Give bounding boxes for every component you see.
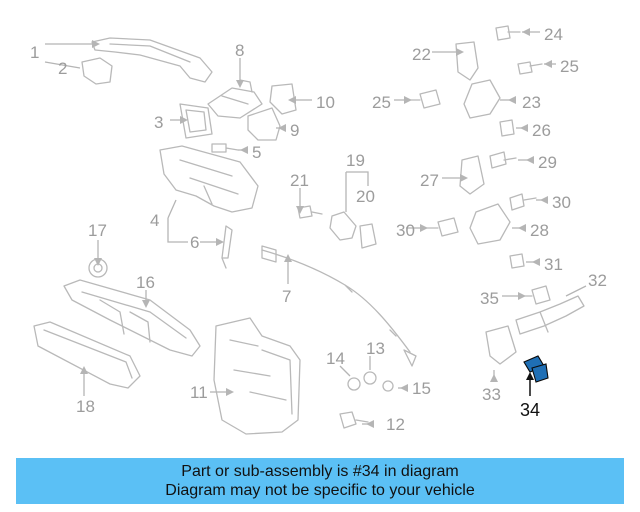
callout-labels: 1 2 3 4 5 6 7 8 9 10 11 12 13 14 15 16 1… (30, 25, 607, 434)
label-29[interactable]: 29 (538, 153, 557, 172)
label-3[interactable]: 3 (154, 113, 163, 132)
label-28[interactable]: 28 (530, 221, 549, 240)
part-12-screw (339, 411, 369, 429)
part-31-bushing (509, 253, 525, 269)
label-17[interactable]: 17 (88, 221, 107, 240)
part-21-screw (297, 205, 323, 219)
label-22[interactable]: 22 (412, 45, 431, 64)
label-13[interactable]: 13 (366, 339, 385, 358)
part-18-bezel (33, 321, 141, 389)
part-23-hinge (463, 79, 501, 119)
part-30-bolt-b (421, 217, 459, 237)
part-33-striker (485, 325, 517, 365)
label-18[interactable]: 18 (76, 397, 95, 416)
label-1[interactable]: 1 (30, 43, 39, 62)
part-1-outer-handle (91, 37, 213, 83)
label-20[interactable]: 20 (356, 187, 375, 206)
label-9[interactable]: 9 (290, 121, 299, 140)
part-9-bracket (247, 107, 281, 141)
label-2[interactable]: 2 (58, 59, 67, 78)
banner-line-part-info: Part or sub-assembly is #34 in diagram (181, 463, 459, 480)
label-26[interactable]: 26 (532, 121, 551, 140)
label-8[interactable]: 8 (235, 41, 244, 60)
part-19-link (329, 211, 357, 241)
part-17-washer (88, 258, 108, 278)
label-10[interactable]: 10 (316, 93, 335, 112)
part-20-link (359, 223, 377, 249)
part-26-bushing (499, 119, 515, 137)
part-14-bushing (347, 377, 361, 391)
label-4[interactable]: 4 (150, 211, 159, 230)
part-25-bolt-a (517, 61, 543, 75)
label-21[interactable]: 21 (290, 171, 309, 190)
label-15[interactable]: 15 (412, 379, 431, 398)
arrowheads (80, 28, 552, 428)
label-30a[interactable]: 30 (552, 193, 571, 212)
part-24-bolt (495, 25, 521, 41)
label-16[interactable]: 16 (136, 273, 155, 292)
label-6[interactable]: 6 (190, 233, 199, 252)
label-5[interactable]: 5 (252, 143, 261, 162)
info-banner: Part or sub-assembly is #34 in diagram D… (16, 458, 624, 504)
part-32-check-strap (515, 295, 585, 335)
label-33[interactable]: 33 (482, 385, 501, 404)
label-25a[interactable]: 25 (560, 57, 579, 76)
part-7-cable-end (261, 245, 417, 367)
label-32[interactable]: 32 (588, 271, 607, 290)
label-35[interactable]: 35 (480, 289, 499, 308)
part-10-cap (269, 83, 297, 115)
part-35-bolt (519, 285, 551, 305)
part-27-hinge-bracket (459, 155, 485, 195)
label-27[interactable]: 27 (420, 171, 439, 190)
label-34-highlighted[interactable]: 34 (520, 400, 540, 420)
label-25b[interactable]: 25 (372, 93, 391, 112)
label-14[interactable]: 14 (326, 349, 345, 368)
label-23[interactable]: 23 (522, 93, 541, 112)
part-29-bolt (489, 151, 517, 169)
part-28-hinge (469, 203, 511, 245)
banner-line-disclaimer: Diagram may not be specific to your vehi… (165, 482, 475, 499)
label-19[interactable]: 19 (346, 151, 365, 170)
part-6-rod (221, 225, 233, 269)
part-30-bolt-a (509, 193, 537, 211)
part-2-handle-cover (81, 57, 113, 85)
label-11[interactable]: 11 (190, 383, 208, 402)
part-16-inside-handle (63, 279, 201, 357)
part-5-screw (211, 143, 239, 153)
label-31[interactable]: 31 (544, 255, 563, 274)
part-13-grommet (363, 371, 377, 385)
label-7[interactable]: 7 (282, 287, 291, 306)
part-22-hinge-bracket (455, 41, 479, 81)
part-11-lock-actuator (213, 317, 301, 435)
part-3-gasket (179, 103, 213, 139)
label-30b[interactable]: 30 (396, 221, 415, 240)
part-4-handle-frame (159, 145, 259, 213)
label-12[interactable]: 12 (386, 415, 405, 434)
label-24[interactable]: 24 (544, 25, 563, 44)
part-15-bushing (382, 380, 394, 392)
part-8-lock-cylinder (207, 79, 263, 119)
part-34-screw[interactable] (523, 355, 549, 396)
leaders (44, 31, 587, 425)
